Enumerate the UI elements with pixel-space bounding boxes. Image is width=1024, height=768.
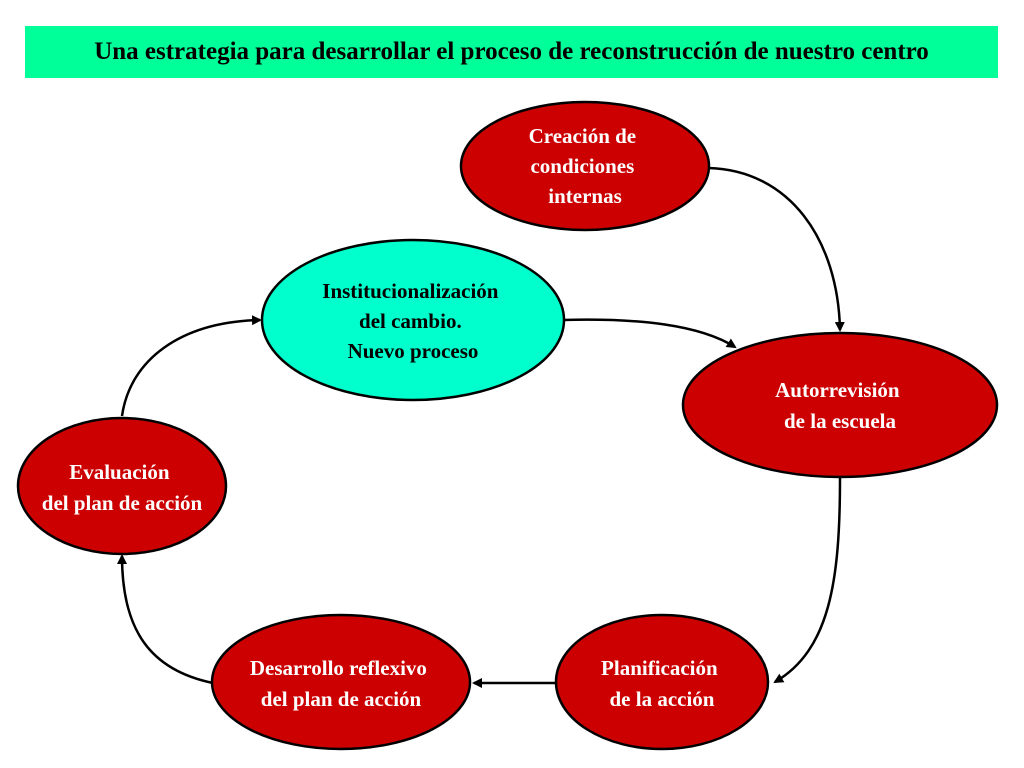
node-evaluacion-del-plan-de-accion: Evaluación del plan de acción bbox=[16, 416, 228, 556]
arrow-creacion-to-autorrevision bbox=[707, 166, 845, 332]
node-autorrevision-line: Autorrevisión bbox=[775, 378, 900, 402]
node-institucionalizacion-line: Institucionalización bbox=[322, 279, 499, 303]
node-creacion-shape bbox=[459, 100, 711, 232]
node-autorrevision-line: de la escuela bbox=[784, 409, 896, 433]
title-banner: Una estrategia para desarrollar el proce… bbox=[25, 26, 998, 78]
node-desarrollo-shape bbox=[210, 613, 472, 751]
svg-text:Institucionalización del: Institucionalización del cambio. Nuevo p… bbox=[322, 279, 503, 363]
node-desarrollo-line: Desarrollo reflexivo bbox=[250, 656, 427, 680]
node-planificacion-de-la-accion: Planificación de la acción bbox=[554, 613, 770, 751]
node-institucionalizacion-shape bbox=[260, 238, 566, 402]
node-creacion-line: condiciones bbox=[530, 154, 634, 178]
node-planificacion-line: Planificación bbox=[601, 656, 718, 680]
diagram-title: Una estrategia para desarrollar el proce… bbox=[94, 38, 929, 65]
svg-text:Autorrevisión de la escu: Autorrevisión de la escuela bbox=[775, 378, 905, 433]
node-autorrevision-de-la-escuela: Autorrevisión de la escuela bbox=[681, 331, 999, 479]
svg-text:Creación de condiciones: Creación de condiciones internas bbox=[529, 124, 642, 208]
node-creacion-line: internas bbox=[548, 184, 622, 208]
node-institucionalizacion-del-cambio: Institucionalización del cambio. Nuevo p… bbox=[260, 238, 566, 402]
node-desarrollo-reflexivo: Desarrollo reflexivo del plan de acción bbox=[210, 613, 472, 751]
arrow-desarrollo-to-evaluacion bbox=[117, 554, 214, 685]
node-desarrollo-line: del plan de acción bbox=[261, 687, 422, 711]
node-institucionalizacion-line: Nuevo proceso bbox=[348, 339, 479, 363]
node-creacion-condiciones-internas: Creación de condiciones internas bbox=[459, 100, 711, 232]
node-institucionalizacion-line: del cambio. bbox=[359, 309, 462, 333]
node-evaluacion-line: Evaluación bbox=[69, 460, 170, 484]
node-planificacion-shape bbox=[554, 613, 770, 751]
node-evaluacion-shape bbox=[16, 416, 228, 556]
node-evaluacion-line: del plan de acción bbox=[42, 491, 203, 515]
svg-text:Evaluación del plan de a: Evaluación del plan de acción bbox=[42, 460, 203, 515]
node-autorrevision-shape bbox=[681, 331, 999, 479]
node-creacion-line: Creación de bbox=[529, 124, 637, 148]
node-planificacion-line: de la acción bbox=[610, 687, 715, 711]
arrow-institucionalizacion-to-autorrevision bbox=[562, 318, 737, 349]
arrow-autorrevision-to-planificacion bbox=[773, 477, 842, 684]
svg-text:Desarrollo reflexivo del: Desarrollo reflexivo del plan de acción bbox=[250, 656, 432, 711]
arrow-evaluacion-to-institucionalizacion bbox=[120, 315, 262, 417]
svg-text:Planificación de la acci: Planificación de la acción bbox=[601, 656, 723, 711]
